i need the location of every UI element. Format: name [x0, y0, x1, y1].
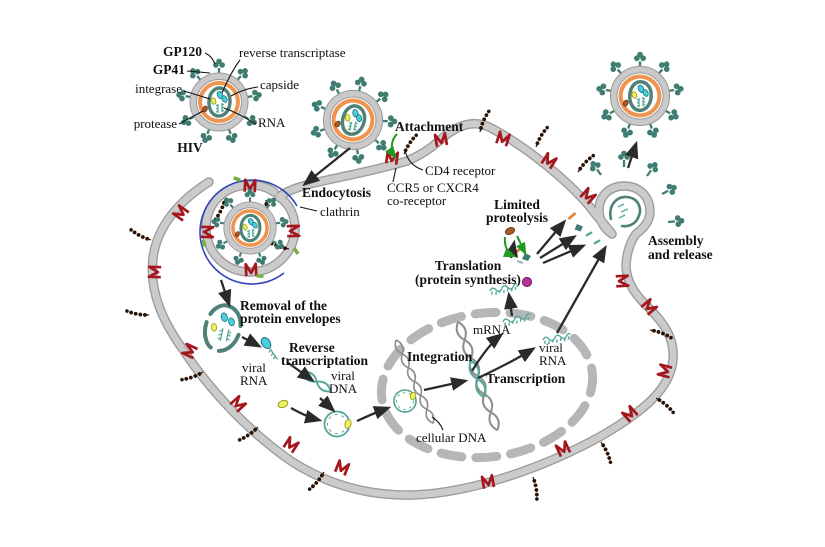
arrow-integration — [423, 377, 469, 392]
integration-site — [390, 337, 437, 426]
arrow-proteins-to-bud-2 — [539, 235, 577, 259]
label-reverse-transcriptase: reverse transcriptase — [239, 45, 346, 60]
label-viral-rna-2: RNA — [240, 373, 268, 388]
released-virion — [595, 52, 684, 140]
arrow-release — [625, 140, 639, 169]
arrow-vesicle-to-removal — [218, 279, 232, 308]
label-viral-rna-b-2: RNA — [539, 353, 567, 368]
label-reverse-2: transcriptation — [281, 353, 368, 368]
viral-dna-helix — [299, 368, 334, 396]
viral-rna-molecule — [260, 337, 279, 360]
arrow-endocytosis — [302, 147, 351, 187]
arrow-proteins-to-bud-3 — [542, 244, 587, 265]
translation-complex — [488, 276, 533, 297]
label-removal-1: Removal of the — [240, 298, 327, 313]
clathrin-coat — [199, 179, 298, 285]
arrow-removal-to-rna — [241, 333, 263, 348]
label-coreceptor-1: CCR5 or CXCR4 — [387, 180, 479, 195]
label-coreceptor-2: co-receptor — [387, 193, 447, 208]
label-gp120: GP120 — [163, 44, 202, 59]
label-rna: RNA — [258, 115, 286, 130]
label-protease: protease — [134, 116, 178, 131]
label-endocytosis: Endocytosis — [302, 185, 371, 200]
green-arrows — [385, 133, 527, 258]
arrow-reverse-transcription — [286, 361, 315, 383]
label-integrase: integrase — [135, 81, 182, 96]
arrow-attachment-binding — [385, 133, 398, 160]
arrow-proteolysis-1 — [502, 236, 517, 258]
label-translation-2: (protein synthesis) — [415, 272, 521, 287]
label-proteolysis-1: Limited — [494, 197, 540, 212]
uncoating-capsid — [203, 303, 243, 353]
label-mrna: mRNA — [473, 322, 511, 337]
label-hiv: HIV — [177, 140, 203, 155]
arrow-to-viral-rna — [477, 347, 536, 380]
label-capsid: capside — [260, 77, 299, 92]
label-cellular-dna: cellular DNA — [416, 430, 487, 445]
protease-enzyme — [504, 227, 516, 235]
budding-virion — [585, 149, 687, 230]
label-reverse-1: Reverse — [289, 340, 335, 355]
arrow-integrase-to-circle — [290, 406, 323, 424]
label-proteolysis-2: proteolysis — [486, 210, 548, 225]
label-attachment: Attachment — [395, 119, 464, 134]
arrow-to-mrna — [471, 332, 504, 372]
labels: GP120 GP41 integrase protease HIV revers… — [134, 44, 713, 445]
nucleus-envelope — [376, 307, 598, 463]
arrow-dna-to-circle — [318, 395, 336, 413]
arrow-mrna-to-translation — [504, 291, 518, 317]
receptor-contact-icons — [201, 176, 300, 279]
assembling-components — [567, 212, 601, 245]
label-assembly-1: Assembly — [648, 233, 704, 248]
label-transcription: Transcription — [486, 371, 566, 386]
label-viral-rna-1: viral — [242, 360, 266, 375]
arrow-viral-rna-to-bud — [555, 244, 607, 334]
ribosome-icon — [521, 276, 533, 288]
process-arrows — [218, 140, 639, 424]
label-cd4-receptor: CD4 receptor — [425, 163, 496, 178]
label-removal-2: protein envelopes — [240, 311, 341, 326]
label-gp41: GP41 — [153, 62, 185, 77]
integrase-enzyme — [277, 399, 289, 409]
label-pointers — [178, 52, 444, 431]
label-viral-dna-2: DNA — [329, 381, 358, 396]
label-assembly-2: and release — [648, 247, 713, 262]
label-translation-1: Translation — [435, 258, 502, 273]
arrow-circle-to-nucleus — [356, 406, 392, 423]
label-viral-dna-1: viral — [331, 368, 355, 383]
label-clathrin: clathrin — [320, 204, 360, 219]
circular-viral-dna — [320, 407, 354, 441]
cell-membrane — [147, 118, 678, 500]
arrow-proteins-to-bud-1 — [536, 219, 567, 255]
label-viral-rna-b-1: viral — [539, 340, 563, 355]
proteolysis-site — [504, 227, 531, 265]
arrow-proteolysis-2 — [516, 235, 527, 256]
label-integration: Integration — [407, 349, 473, 364]
